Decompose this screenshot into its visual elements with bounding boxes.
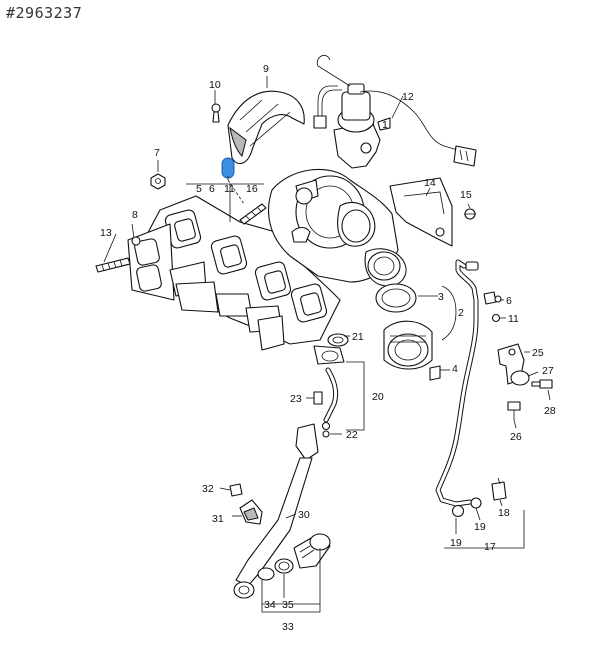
heat-shield[interactable] bbox=[227, 90, 305, 165]
label-6-lower: 6 bbox=[506, 295, 512, 307]
label-14: 14 bbox=[424, 177, 436, 189]
union-33[interactable] bbox=[293, 533, 331, 569]
bolt-32[interactable] bbox=[229, 483, 243, 497]
seal-11[interactable] bbox=[491, 313, 501, 323]
label-28: 28 bbox=[544, 405, 556, 417]
leader-lines bbox=[103, 76, 551, 613]
gasket-ring-3[interactable] bbox=[375, 283, 417, 313]
bolt-15[interactable] bbox=[464, 208, 476, 220]
turbocharger[interactable] bbox=[268, 168, 407, 287]
label-4: 4 bbox=[452, 363, 458, 375]
manifold-gasket[interactable] bbox=[127, 223, 285, 351]
label-21: 21 bbox=[352, 331, 364, 343]
seal-22[interactable] bbox=[321, 421, 331, 438]
seal-34[interactable] bbox=[257, 567, 275, 581]
label-22: 22 bbox=[346, 429, 358, 441]
connecting-pipe-2[interactable] bbox=[383, 320, 433, 370]
bolt-10[interactable] bbox=[211, 103, 221, 123]
label-35: 35 bbox=[282, 599, 294, 611]
label-2: 2 bbox=[458, 307, 464, 319]
label-30: 30 bbox=[298, 509, 310, 521]
oil-return-line-30[interactable] bbox=[233, 423, 319, 599]
label-10: 10 bbox=[209, 79, 221, 91]
return-pipe-20[interactable] bbox=[323, 367, 339, 423]
label-33: 33 bbox=[282, 621, 294, 633]
nut-7[interactable] bbox=[150, 173, 166, 190]
label-5-upper: 5 bbox=[196, 183, 202, 195]
label-19-left: 19 bbox=[450, 537, 462, 549]
bracket-31[interactable] bbox=[239, 499, 263, 525]
clamp-27[interactable] bbox=[510, 370, 530, 386]
part-labels: 9 10 12 1 7 5 6 11 16 14 15 8 13 3 2 6 1… bbox=[100, 63, 556, 633]
bolt-23[interactable] bbox=[313, 391, 323, 405]
oil-feed-pipe[interactable] bbox=[435, 259, 479, 507]
bracket-14[interactable] bbox=[389, 177, 453, 247]
label-23: 23 bbox=[290, 393, 302, 405]
label-25: 25 bbox=[532, 347, 544, 359]
label-12: 12 bbox=[402, 91, 414, 103]
exhaust-manifold[interactable] bbox=[143, 195, 341, 345]
banjo-18[interactable] bbox=[451, 477, 507, 518]
label-7: 7 bbox=[154, 147, 160, 159]
highlight-part[interactable] bbox=[221, 157, 235, 179]
label-31: 31 bbox=[212, 513, 224, 525]
label-19-right: 19 bbox=[474, 521, 486, 533]
union-6[interactable] bbox=[483, 291, 502, 305]
bolt-28[interactable] bbox=[531, 379, 553, 389]
label-15: 15 bbox=[460, 189, 472, 201]
label-6-upper: 6 bbox=[209, 183, 215, 195]
label-3: 3 bbox=[438, 291, 444, 303]
label-11-upper: 11 bbox=[224, 183, 235, 195]
label-32: 32 bbox=[202, 483, 214, 495]
label-20: 20 bbox=[372, 391, 384, 403]
label-34: 34 bbox=[264, 599, 276, 611]
label-16: 16 bbox=[246, 183, 258, 195]
stud-16[interactable] bbox=[239, 203, 267, 225]
seal-35[interactable] bbox=[274, 558, 294, 574]
stud-13[interactable] bbox=[95, 257, 131, 273]
label-26: 26 bbox=[510, 431, 522, 443]
bolt-26[interactable] bbox=[507, 401, 521, 420]
reference-number: #2963237 bbox=[6, 4, 83, 22]
label-9: 9 bbox=[263, 63, 269, 75]
bolt-4[interactable] bbox=[429, 365, 441, 381]
label-8: 8 bbox=[132, 209, 138, 221]
vacuum-hose[interactable] bbox=[313, 85, 342, 129]
label-11-lower: 11 bbox=[508, 313, 519, 325]
vacuum-actuator[interactable] bbox=[333, 83, 391, 169]
label-13: 13 bbox=[100, 227, 112, 239]
label-27: 27 bbox=[542, 365, 554, 377]
gasket-21[interactable] bbox=[313, 333, 349, 365]
label-17: 17 bbox=[484, 541, 496, 553]
label-1: 1 bbox=[382, 119, 388, 131]
label-18: 18 bbox=[498, 507, 510, 519]
sensor-cable[interactable] bbox=[316, 54, 477, 167]
